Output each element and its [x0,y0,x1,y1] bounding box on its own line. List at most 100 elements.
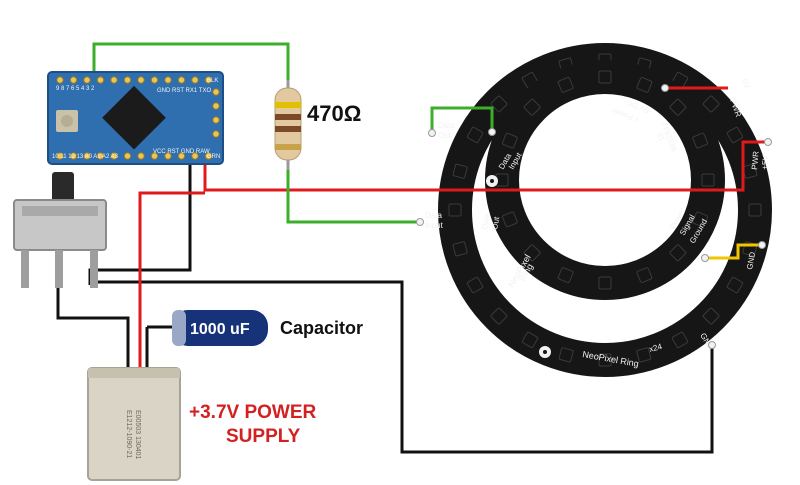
inner-ground-pad [701,254,709,262]
red-wire-raw-to-ring-power [203,140,768,192]
green-wires [92,42,494,224]
inner-power-pad [661,84,669,92]
switch-knob [52,172,74,206]
green-wire-ring-chain [430,106,494,133]
black-wire-switch-to-battery [56,285,130,372]
led-pixel [501,132,518,149]
led-pixel [448,203,462,217]
black-wire-ground-to-ring [96,280,714,454]
pin-hole [212,88,220,96]
inner-data-out-line2: Out [490,215,501,230]
led-pixel [558,347,574,363]
led-pixel [636,267,653,284]
pin-hole [56,76,64,84]
board-grn-label: GRN [207,154,220,160]
switch-pin-1 [21,250,29,288]
mcu-chip [102,85,166,150]
led-pixel [726,126,744,144]
board-left-numbers: 10 11 12 13 A0 A1 A2 A3 [52,154,119,160]
outer-power-pad [764,138,772,146]
battery-body [87,367,181,481]
outer-data-input-pad [416,218,424,226]
led-pixel [523,98,541,116]
pin-hole [110,76,118,84]
board-pin-holes [56,76,220,160]
reset-button-cap [61,115,73,127]
led-pixel [598,276,612,290]
capacitor: 1000 uF Capacitor [147,310,363,346]
led-pixel [490,95,508,113]
led-pixel [636,347,652,363]
outer-data-input-line2: Input [425,221,444,230]
pin-hole [204,76,213,84]
outer-pwr2-label-line2: +5V [760,154,770,170]
led-pixel [490,307,508,325]
outer-pwr-label-line2: 5V [740,78,752,91]
led-pixel [692,211,709,228]
led-pixel [671,331,689,349]
solder-pads [416,84,772,349]
pin-hole [69,76,78,84]
pin-hole [177,76,186,84]
pin-hole [204,152,213,160]
pin-hole [83,152,91,160]
led-pixel [501,211,518,228]
led-pixel [702,307,720,325]
slide-switch [13,172,107,288]
pin-hole [137,152,145,160]
red-wires [138,86,768,372]
led-pixel [669,98,687,116]
resistor-band-3 [275,126,301,132]
outer-pwr2-label-line1: PWR [750,151,761,171]
yellow-wire-ground-link [705,243,762,260]
led-pixel [742,241,758,257]
resistor-band-2 [275,114,301,120]
led-pixel [452,163,468,179]
capacitor-end-cap [172,310,186,346]
pin-hole [83,76,91,84]
led-pixel [466,126,484,144]
led-pixel [692,132,709,149]
outer-gnd-label: GND [745,251,757,270]
pin-hole [110,152,118,160]
battery-top-edge [88,368,180,378]
pin-hole [212,102,220,110]
switch-slot [22,206,98,216]
battery-imprint-1: E00503 130401 [134,410,141,460]
outer-data-out-line1: Data [438,121,455,130]
led-pixel [598,70,612,84]
inner-data-input-pad [488,128,496,136]
outer-ring-count: x24 [648,342,663,354]
pin-hole [191,76,199,84]
outer-ring-leds [448,53,762,367]
capacitor-caption: Capacitor [280,318,363,338]
led-pixel [466,276,484,294]
led-pixel [669,244,687,262]
power-supply-label-line2: SUPPLY [226,426,301,447]
pin-hole [177,152,186,160]
adafruit-flower-logo-inner [486,175,498,187]
pin-hole [164,152,172,160]
green-wire-resistor-to-ring [286,165,420,224]
pin-hole [123,152,132,160]
board-top-pins-label: GND RST RX1 TXO [157,88,211,94]
led-pixel [726,276,744,294]
pin-hole [96,76,105,84]
green-wire-pin6-to-resistor [92,42,290,85]
outer-data-out-pad [428,129,436,137]
pin-hole [212,130,220,138]
switch-pin-2 [55,250,63,288]
inner-neopixel-ring [485,60,725,300]
inner-ring-body [485,60,725,300]
red-wire-battery-positive [138,191,205,372]
pin-hole [191,152,199,160]
led-pixel [521,331,539,349]
led-pixel [523,244,541,262]
adafruit-flower-logo-outer [539,346,551,358]
power-supply-label-line1: +3.7V POWER [189,402,317,423]
outer-gnd-bottom-pad [708,341,716,349]
board-top-numbers: 9 8 7 6 5 4 3 2 [56,86,95,92]
pin-hole [150,76,159,84]
led-pixel [701,173,715,187]
led-pixel [452,241,468,257]
